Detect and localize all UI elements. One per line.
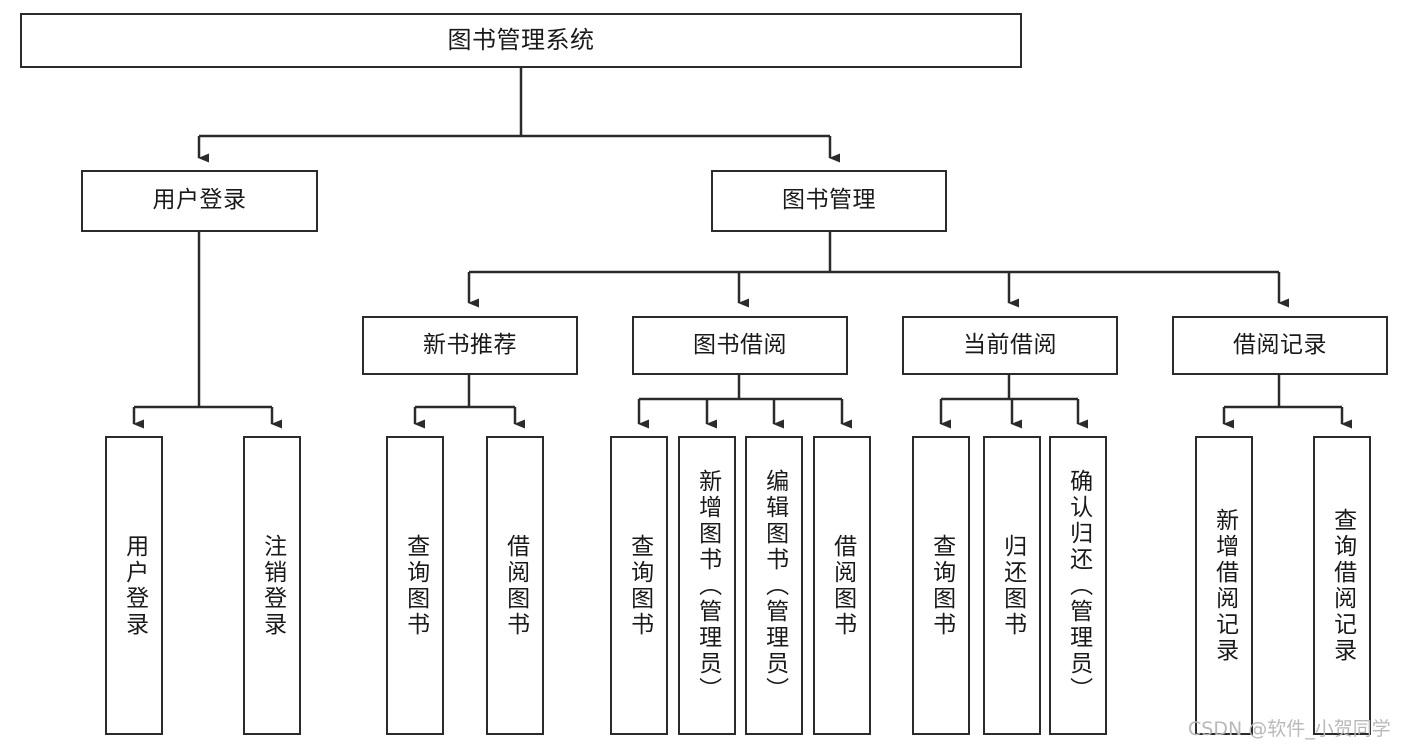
node-book-management-label: 图书管理 — [782, 187, 876, 214]
node-new-book-recommend[interactable]: 新书推荐 — [362, 316, 578, 375]
node-book-borrow-label: 图书借阅 — [693, 331, 787, 358]
node-borrow-record-label: 借阅记录 — [1233, 331, 1327, 358]
node-leaf-query-book-current-label: 查询图书 — [928, 533, 955, 638]
node-leaf-query-book-rec-label: 查询图书 — [402, 533, 429, 638]
node-current-borrow[interactable]: 当前借阅 — [902, 316, 1118, 375]
node-root[interactable]: 图书管理系统 — [20, 13, 1022, 68]
node-book-borrow[interactable]: 图书借阅 — [632, 316, 848, 375]
node-leaf-add-borrow-record-label: 新增借阅记录 — [1211, 507, 1238, 664]
node-leaf-add-borrow-record[interactable]: 新增借阅记录 — [1195, 436, 1253, 735]
node-leaf-borrow-book-rec[interactable]: 借阅图书 — [486, 436, 544, 735]
node-leaf-logout[interactable]: 注销登录 — [243, 436, 301, 735]
node-borrow-record[interactable]: 借阅记录 — [1172, 316, 1388, 375]
node-user-login[interactable]: 用户登录 — [81, 170, 318, 232]
node-root-label: 图书管理系统 — [447, 26, 595, 55]
node-leaf-query-book-borrow-label: 查询图书 — [626, 533, 653, 638]
node-leaf-borrow-book[interactable]: 借阅图书 — [813, 436, 871, 735]
node-leaf-add-book-admin[interactable]: 新增图书（管理员） — [678, 436, 736, 735]
node-leaf-add-book-admin-label: 新增图书（管理员） — [694, 468, 721, 703]
node-new-book-recommend-label: 新书推荐 — [423, 331, 517, 358]
node-leaf-query-book-borrow[interactable]: 查询图书 — [610, 436, 668, 735]
node-leaf-confirm-return-admin-label: 确认归还（管理员） — [1065, 468, 1092, 703]
node-leaf-return-book[interactable]: 归还图书 — [983, 436, 1041, 735]
node-leaf-query-book-current[interactable]: 查询图书 — [912, 436, 970, 735]
node-leaf-borrow-book-rec-label: 借阅图书 — [502, 533, 529, 638]
node-leaf-borrow-book-label: 借阅图书 — [829, 533, 856, 638]
node-book-management[interactable]: 图书管理 — [711, 170, 947, 232]
node-leaf-edit-book-admin[interactable]: 编辑图书（管理员） — [745, 436, 803, 735]
node-user-login-label: 用户登录 — [152, 187, 247, 214]
node-leaf-logout-label: 注销登录 — [259, 533, 286, 638]
node-leaf-user-login-label: 用户登录 — [121, 533, 148, 638]
node-leaf-confirm-return-admin[interactable]: 确认归还（管理员） — [1049, 436, 1107, 735]
node-leaf-query-borrow-record[interactable]: 查询借阅记录 — [1313, 436, 1371, 735]
node-leaf-query-book-rec[interactable]: 查询图书 — [386, 436, 444, 735]
node-current-borrow-label: 当前借阅 — [963, 331, 1057, 358]
node-leaf-query-borrow-record-label: 查询借阅记录 — [1329, 507, 1356, 664]
node-leaf-edit-book-admin-label: 编辑图书（管理员） — [761, 468, 788, 703]
node-leaf-return-book-label: 归还图书 — [999, 533, 1026, 638]
csdn-watermark: CSDN @软件_小贺同学 — [1188, 718, 1391, 740]
node-leaf-user-login[interactable]: 用户登录 — [105, 436, 163, 735]
